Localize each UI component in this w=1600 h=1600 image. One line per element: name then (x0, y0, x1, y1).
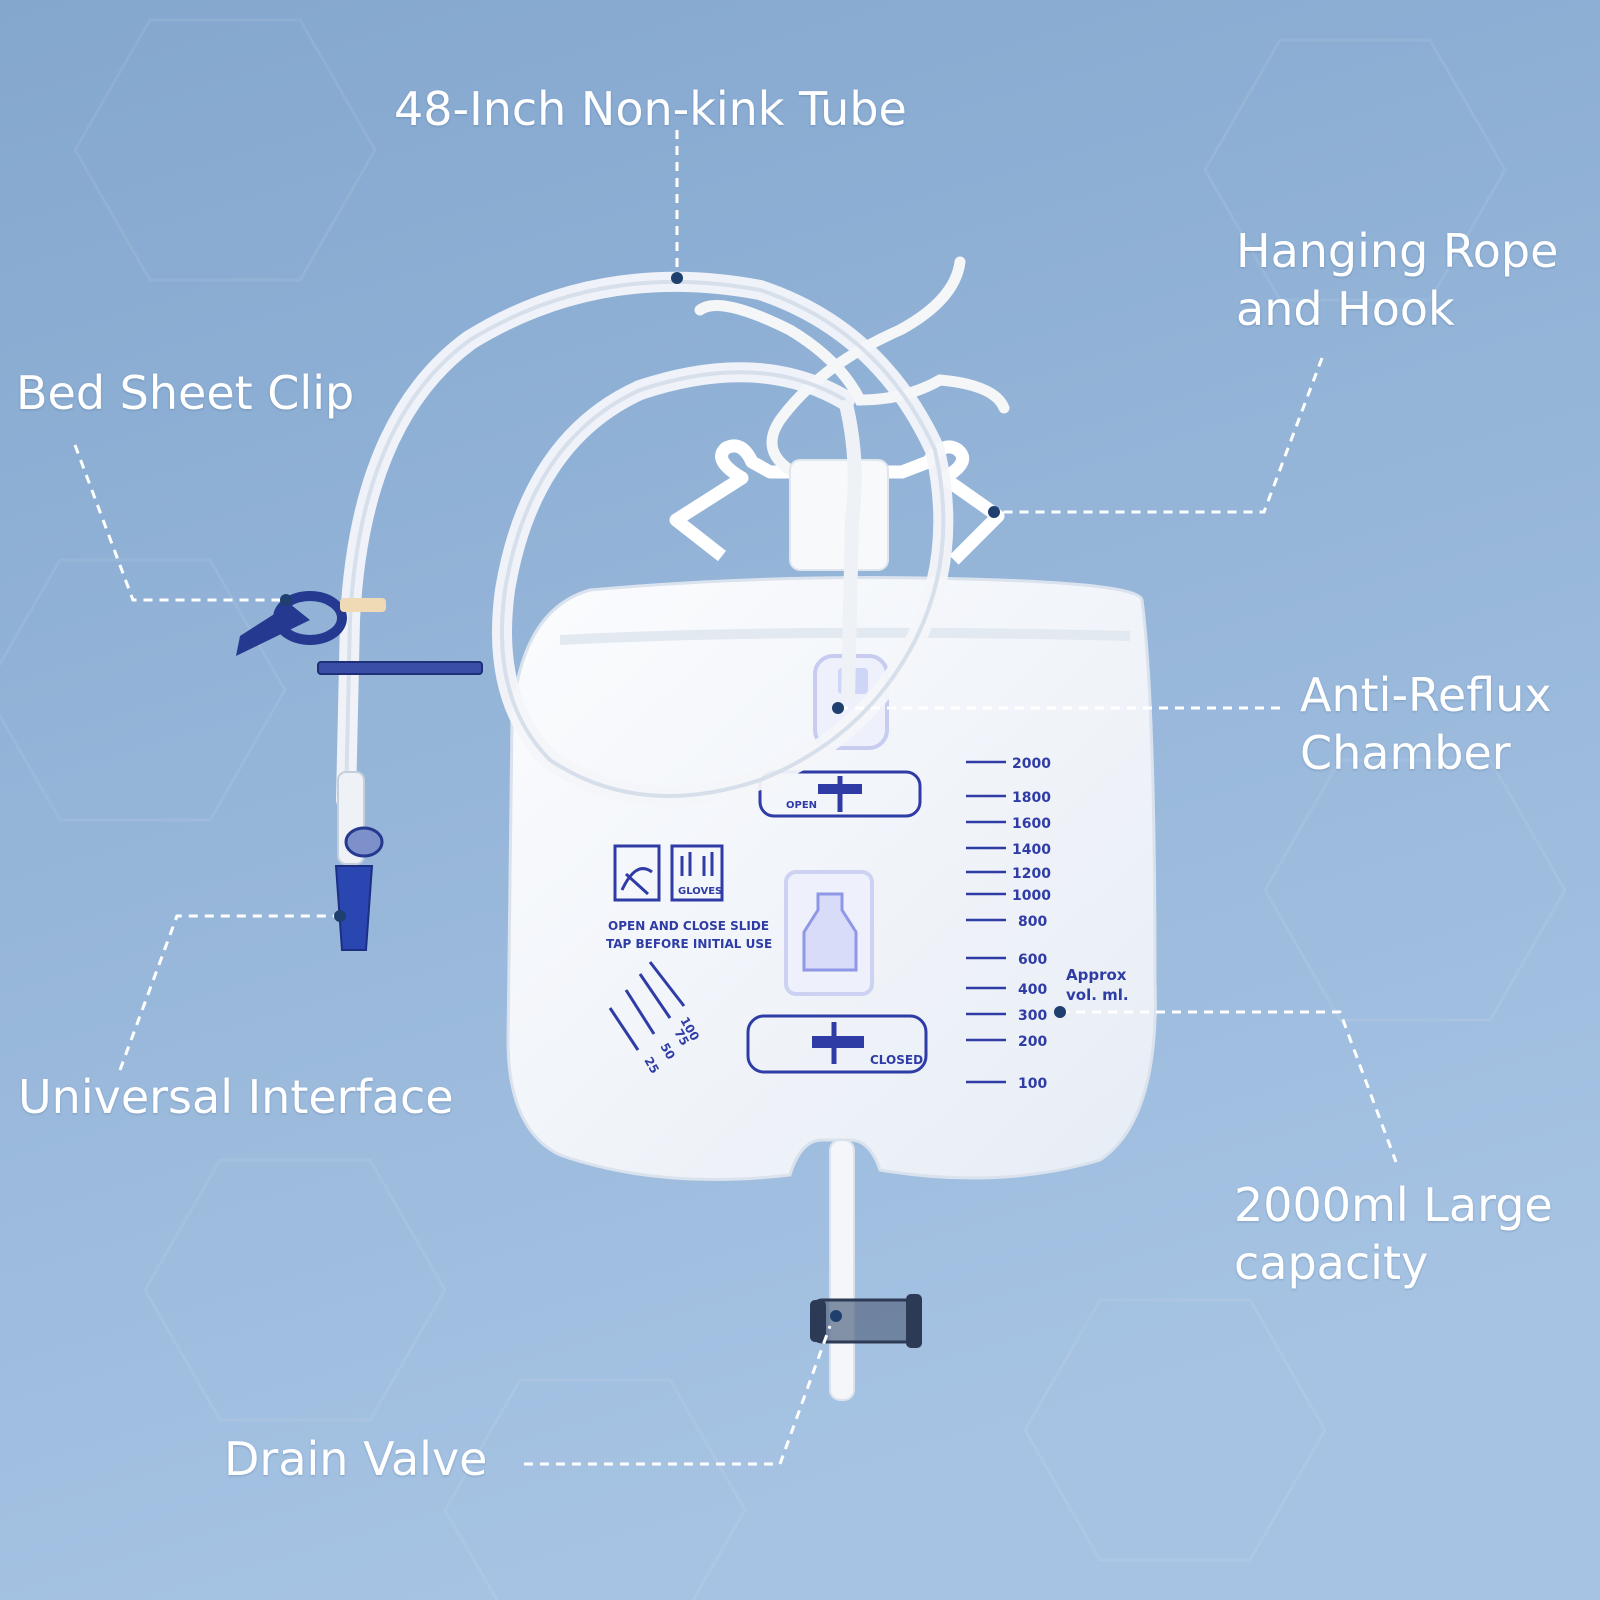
label-drain-text: Drain Valve (224, 1432, 488, 1486)
clip-plate (317, 661, 483, 675)
scale-mark-100: 100 (1018, 1076, 1047, 1092)
open-label: OPEN (786, 800, 817, 811)
sample-bottle-outline (802, 892, 858, 972)
drainage-bag: OPEN GLOVES OPEN AND CLOSE SLIDE TAP BEF… (506, 256, 1157, 1401)
scale-mark-2000: 2000 (1012, 756, 1051, 772)
chamber-scale (608, 961, 686, 1051)
label-clip-text: Bed Sheet Clip (16, 366, 355, 420)
label-rope-line1: Hanging Rope (1236, 224, 1559, 278)
hanging-rope (694, 256, 1010, 476)
dot-rope (988, 506, 1000, 518)
label-capacity: 2000ml Large capacity (1234, 1176, 1553, 1292)
label-interface: Universal Interface (18, 1068, 454, 1126)
closed-label: CLOSED (870, 1053, 923, 1067)
drain-outlet-tube (829, 1139, 855, 1401)
scale-mark-600: 600 (1018, 952, 1047, 968)
label-capacity-line2: capacity (1234, 1236, 1429, 1290)
leader-capacity (1060, 1010, 1398, 1163)
gloves-glyph (680, 852, 714, 876)
dot-tube (671, 272, 683, 284)
drain-valve (810, 1298, 922, 1344)
label-antireflux-line1: Anti-Reflux (1300, 668, 1552, 722)
scale-mark-1600: 1600 (1012, 816, 1051, 832)
scale-mark-400: 400 (1018, 982, 1047, 998)
label-rope: Hanging Rope and Hook (1236, 222, 1558, 338)
dot-clip (280, 594, 292, 606)
drainage-tube (336, 271, 954, 810)
instruction-line-1: OPEN AND CLOSE SLIDE (608, 919, 769, 933)
bag-top-seal (559, 627, 1131, 645)
gloves-label: GLOVES (678, 886, 722, 897)
scale-mark-300: 300 (1018, 1008, 1047, 1024)
dot-capacity (1054, 1006, 1066, 1018)
label-tube: 48-Inch Non-kink Tube (394, 80, 907, 138)
closed-slide-panel (746, 1014, 928, 1074)
label-interface-text: Universal Interface (18, 1070, 454, 1124)
top-connector (789, 459, 889, 571)
volume-scale-ticks (966, 760, 1006, 1084)
approx-line-2: vol. ml. (1066, 986, 1129, 1004)
leader-drain (524, 1325, 832, 1466)
gloves-icon (670, 844, 724, 902)
tube-tie (340, 598, 386, 612)
leader-interface (118, 914, 340, 1071)
drain-valve-cap (810, 1300, 826, 1342)
handwash-icon (613, 844, 661, 902)
dot-drain (830, 1310, 842, 1322)
background-hex-pattern (0, 18, 1567, 1600)
approx-line-1: Approx (1066, 966, 1127, 984)
label-rope-line2: and Hook (1236, 282, 1455, 336)
scale-mark-1000: 1000 (1012, 888, 1051, 904)
scale-mark-1800: 1800 (1012, 790, 1051, 806)
dot-interface (334, 910, 346, 922)
scale-mark-1400: 1400 (1012, 842, 1051, 858)
long-tube-inner-line (344, 279, 946, 801)
bed-sheet-clip (236, 591, 483, 675)
leader-lines (73, 130, 1398, 1466)
marker-dots (280, 272, 1066, 1322)
label-antireflux: Anti-Reflux Chamber (1300, 666, 1552, 782)
open-slide-panel (758, 770, 922, 818)
dot-antireflux (832, 702, 844, 714)
closed-slide-tap (812, 1036, 864, 1048)
leader-rope (995, 357, 1324, 514)
label-drain: Drain Valve (224, 1430, 487, 1488)
label-clip: Bed Sheet Clip (16, 364, 354, 422)
tube-into-bag (838, 398, 862, 701)
label-antireflux-line2: Chamber (1300, 726, 1511, 780)
drain-valve-lever (906, 1294, 922, 1348)
scale-mark-200: 200 (1018, 1034, 1047, 1050)
leader-clip (73, 444, 286, 602)
scale-mark-800: 800 (1018, 914, 1047, 930)
instruction-line-2: TAP BEFORE INITIAL USE (606, 937, 772, 951)
scale-mark-1200: 1200 (1012, 866, 1051, 882)
label-capacity-line1: 2000ml Large (1234, 1178, 1553, 1232)
universal-interface-connector (334, 771, 384, 951)
label-tube-text: 48-Inch Non-kink Tube (394, 82, 907, 136)
handwash-glyph (620, 867, 653, 896)
